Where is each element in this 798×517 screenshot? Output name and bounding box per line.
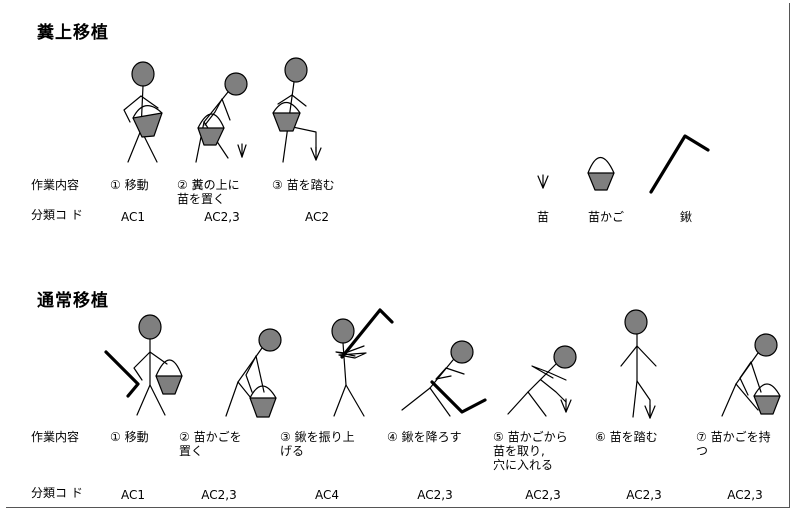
bottom-figure-3-raising-hoe	[331, 308, 394, 417]
bottom-step-3-code: AC4	[314, 488, 339, 502]
top-step-1-code: AC1	[120, 210, 145, 224]
top-figure-3-stepping	[272, 57, 322, 163]
legend-hoe-icon	[649, 134, 710, 194]
bottom-step-6-code: AC2,3	[626, 488, 662, 502]
bottom-figure-2-placing	[225, 328, 282, 418]
section-title-top: 糞上移植	[37, 23, 109, 43]
legend-seedling-icon	[537, 174, 549, 189]
bottom-seedling-icon-1	[560, 398, 572, 413]
top-figure-2-placing	[195, 72, 248, 163]
bottom-step-4-label: ④ 鍬を降ろす	[387, 430, 462, 444]
top-step-3-code: AC2	[304, 210, 329, 224]
task-row-label-bottom: 作業内容	[31, 430, 80, 444]
bottom-step-3-label: ③ 鍬を振り上 げる	[280, 430, 355, 458]
bottom-step-1-label: ① 移動	[110, 430, 149, 444]
bottom-step-6-label: ⑥ 苗を踏む	[595, 430, 658, 444]
bottom-step-4-code: AC2,3	[417, 488, 453, 502]
task-row-label-top: 作業内容	[31, 178, 80, 192]
bottom-figure-1-walking	[104, 314, 183, 416]
bottom-step-1-code: AC1	[120, 488, 145, 502]
top-step-1-label: ① 移動	[110, 178, 149, 192]
top-seedling-icon-2	[310, 146, 322, 161]
bottom-figure-5-planting	[507, 345, 577, 417]
legend-hoe-label: 鍬	[680, 210, 693, 224]
figure-frame	[6, 3, 790, 508]
bottom-seedling-icon-2	[644, 404, 656, 419]
bottom-step-5-code: AC2,3	[525, 488, 561, 502]
top-step-2-label: ② 糞の上に 苗を置く	[177, 178, 240, 206]
bottom-figure-6-stepping	[620, 309, 657, 419]
bottom-step-7-label: ⑦ 苗かごを持 つ	[696, 430, 771, 458]
bottom-figure-4-lowering-hoe	[401, 340, 487, 417]
top-step-2-code: AC2,3	[204, 210, 240, 224]
top-seedling-icon-1	[237, 143, 247, 158]
top-figure-1-walking	[123, 61, 163, 163]
bottom-step-2-label: ② 苗かごを 置く	[179, 430, 242, 458]
code-row-label-top: 分類コ ド	[31, 208, 83, 222]
bottom-figure-7-holding	[721, 333, 781, 417]
bottom-step-2-code: AC2,3	[201, 488, 237, 502]
section-title-bottom: 通常移植	[37, 291, 109, 311]
code-row-label-bottom: 分類コ ド	[31, 486, 83, 500]
bottom-step-5-label: ⑤ 苗かごから 苗を取り, 穴に入れる	[493, 430, 568, 472]
legend-seedling-label: 苗	[537, 210, 550, 224]
bottom-step-7-code: AC2,3	[727, 488, 763, 502]
top-step-3-label: ③ 苗を踏む	[272, 178, 335, 192]
legend-basket-icon	[587, 156, 615, 191]
legend-basket-label: 苗かご	[588, 210, 625, 224]
